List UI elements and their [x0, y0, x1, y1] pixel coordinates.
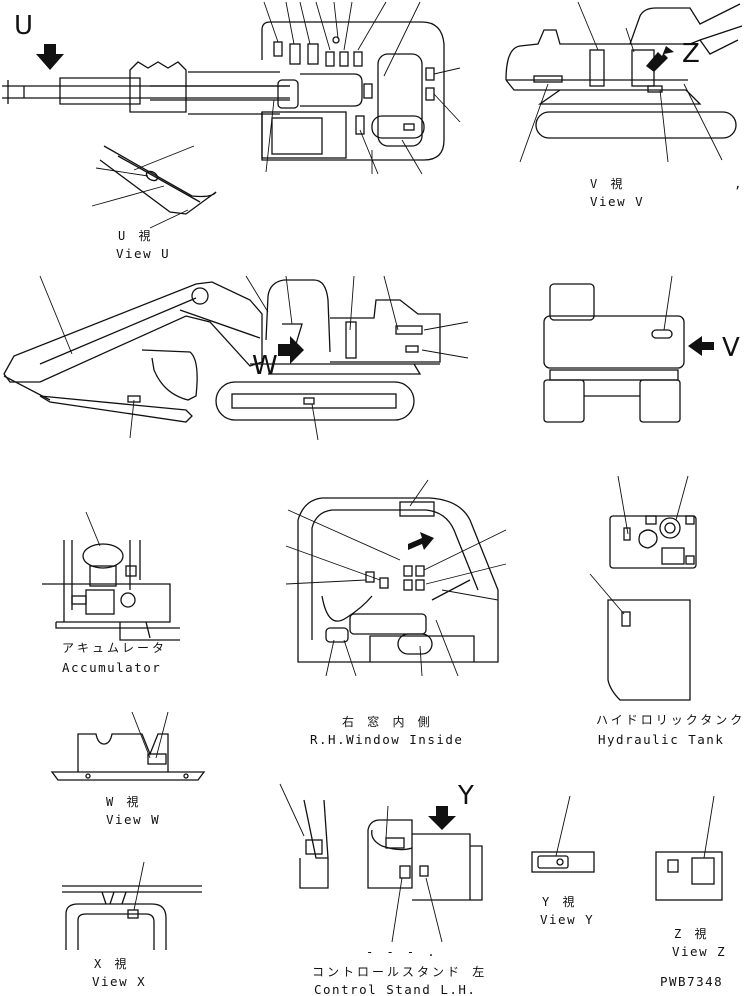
rh-window-detail: 右 窓 内 側 R.H.Window Inside — [285, 479, 507, 747]
top-view: U — [2, 1, 461, 175]
view-v-letter: V — [722, 333, 740, 363]
view-v-note: , — [734, 176, 743, 191]
hydraulic-tank-en: Hydraulic Tank — [598, 732, 724, 747]
view-x-detail: X 視 View X — [62, 861, 202, 989]
view-z-letter: Z — [682, 39, 700, 69]
rh-window-jp: 右 窓 内 側 — [342, 714, 433, 729]
accumulator-detail: アキュムレータ Accumulator — [42, 511, 180, 675]
hydraulic-tank-jp: ハイドロリックタンク — [596, 713, 745, 727]
view-z-jp: Z 視 — [674, 926, 709, 941]
view-y-arrow — [408, 532, 434, 550]
view-w-jp: W 視 — [106, 794, 141, 809]
view-x-en: View X — [92, 974, 146, 989]
view-w-en: View W — [106, 812, 160, 827]
view-u-arrow — [36, 44, 64, 70]
view-z-arrow — [646, 46, 674, 72]
control-stand-en: Control Stand L.H. — [314, 982, 476, 996]
view-v-arrow — [688, 336, 714, 356]
view-v-en: View V — [590, 194, 644, 209]
view-u-jp: U 視 — [118, 228, 153, 243]
control-stand-detail: Y - - - . コントロールスタンド 左 Control Stand L.H… — [279, 781, 487, 996]
view-w-arrow — [278, 336, 304, 364]
view-u-detail: U 視 View U — [91, 145, 217, 261]
side-view: W — [3, 275, 469, 441]
accumulator-jp: アキュムレータ — [62, 641, 167, 655]
view-u-letter: U — [14, 11, 33, 41]
rear-view: V — [543, 275, 740, 423]
view-v-detail: Z V 視 View V , — [505, 1, 743, 209]
view-x-jp: X 視 — [94, 956, 129, 971]
control-stand-mark: - - - . — [366, 945, 438, 959]
view-y-jp: Y 視 — [542, 894, 577, 909]
view-v-jp: V 視 — [590, 176, 625, 191]
hydraulic-tank-detail: ハイドロリックタンク Hydraulic Tank — [589, 475, 745, 747]
view-y-en: View Y — [540, 912, 594, 927]
rh-window-en: R.H.Window Inside — [310, 732, 463, 747]
view-u-en: View U — [116, 246, 170, 261]
view-w-detail: W 視 View W — [50, 711, 206, 827]
view-y-letter: Y — [457, 781, 474, 811]
drawing-id: PWB7348 — [660, 974, 723, 989]
control-stand-jp: コントロールスタンド 左 — [312, 964, 487, 979]
view-y-arrow-2 — [428, 806, 456, 830]
view-z-panel: Z 視 View Z — [655, 795, 726, 959]
view-w-letter: W — [252, 351, 278, 381]
view-z-en: View Z — [672, 944, 726, 959]
view-y-panel: Y 視 View Y — [531, 795, 595, 927]
accumulator-en: Accumulator — [62, 660, 161, 675]
